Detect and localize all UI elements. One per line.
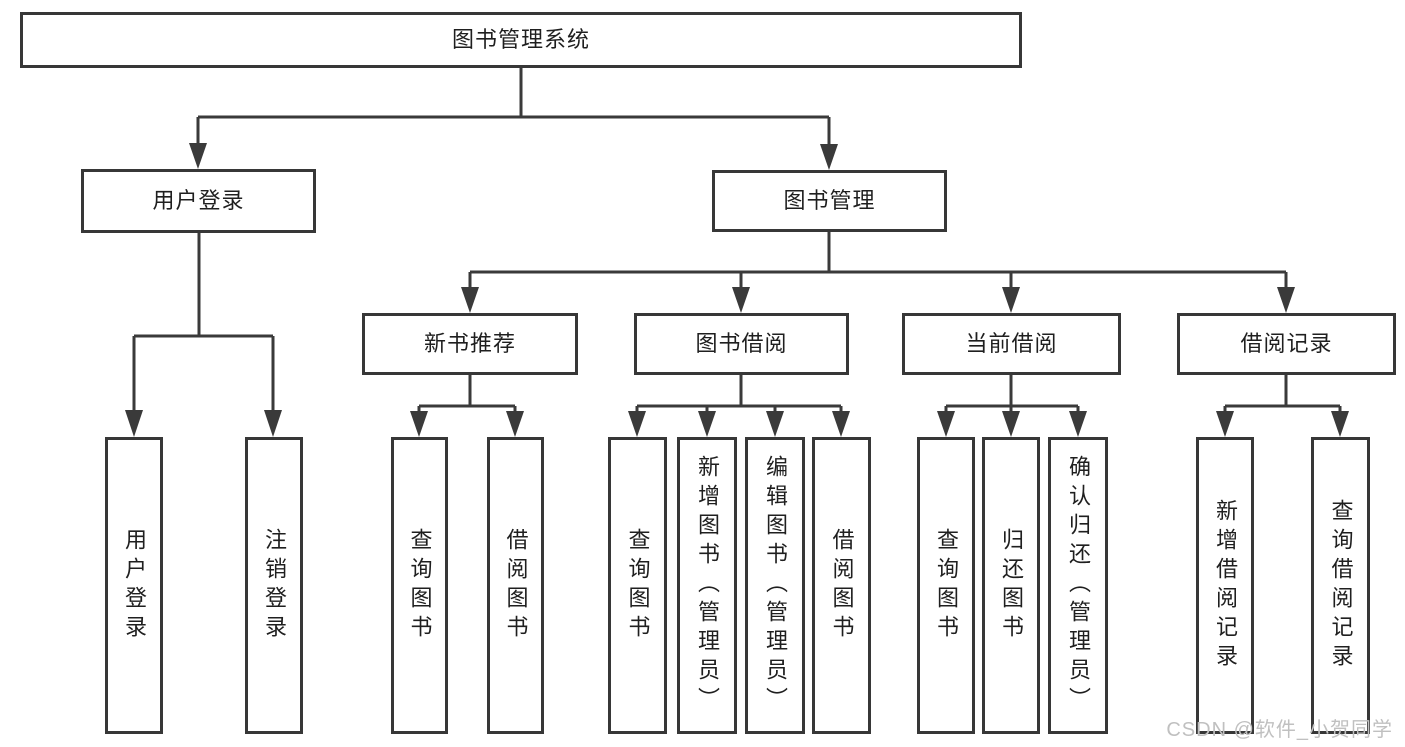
leaf-add-borrow-record: 新增借阅记录: [1196, 437, 1254, 734]
arrow-down-icon: [1002, 411, 1020, 437]
node-book-management: 图书管理: [712, 170, 947, 232]
csdn-watermark: CSDN @软件_小贺同学: [1166, 719, 1393, 741]
leaf-borrow-books: 借阅图书: [812, 437, 871, 734]
leaf-add-books-admin: 新增图书（管理员）: [677, 437, 737, 734]
arrow-down-icon: [820, 144, 838, 170]
arrow-down-icon: [461, 287, 479, 313]
leaf-query-books-borrow: 查询图书: [608, 437, 667, 734]
arrow-down-icon: [766, 411, 784, 437]
node-borrow-record: 借阅记录: [1177, 313, 1396, 375]
arrow-down-icon: [832, 411, 850, 437]
arrow-down-icon: [1331, 411, 1349, 437]
arrow-down-icon: [698, 411, 716, 437]
leaf-query-books-current: 查询图书: [917, 437, 975, 734]
arrow-down-icon: [264, 410, 282, 437]
leaf-user-login: 用户登录: [105, 437, 163, 734]
leaf-confirm-return-admin: 确认归还（管理员）: [1048, 437, 1108, 734]
arrow-down-icon: [189, 143, 207, 169]
leaf-logout: 注销登录: [245, 437, 303, 734]
arrow-down-icon: [1277, 287, 1295, 313]
arrow-down-icon: [937, 411, 955, 437]
leaf-edit-books-admin: 编辑图书（管理员）: [745, 437, 805, 734]
node-new-book-recommend: 新书推荐: [362, 313, 578, 375]
leaf-borrow-books-recommend: 借阅图书: [487, 437, 544, 734]
leaf-query-books-recommend: 查询图书: [391, 437, 448, 734]
arrow-down-icon: [732, 287, 750, 313]
arrow-down-icon: [628, 411, 646, 437]
arrow-down-icon: [1216, 411, 1234, 437]
leaf-query-borrow-record: 查询借阅记录: [1311, 437, 1370, 734]
node-user-login: 用户登录: [81, 169, 316, 233]
node-book-borrow: 图书借阅: [634, 313, 849, 375]
node-current-borrow: 当前借阅: [902, 313, 1121, 375]
leaf-return-books: 归还图书: [982, 437, 1040, 734]
arrowheads: [125, 143, 1349, 437]
arrow-down-icon: [1069, 411, 1087, 437]
node-root-library-system: 图书管理系统: [20, 12, 1022, 68]
arrow-down-icon: [1002, 287, 1020, 313]
arrow-down-icon: [506, 411, 524, 437]
tree-edges: [132, 68, 1342, 414]
arrow-down-icon: [410, 411, 428, 437]
arrow-down-icon: [125, 410, 143, 437]
